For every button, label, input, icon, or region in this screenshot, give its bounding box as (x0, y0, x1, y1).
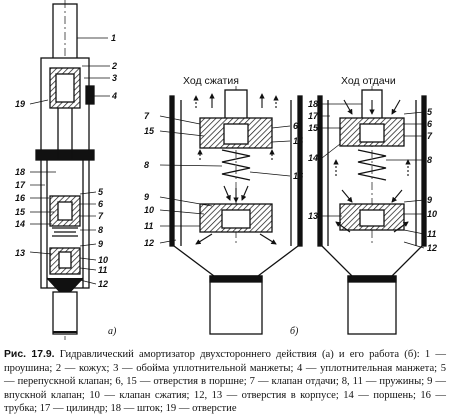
label-b2-15: 15 (308, 123, 319, 133)
label-a-3: 3 (112, 73, 117, 83)
absorber-assembly-drawing (35, 0, 95, 340)
leader-lines-b-compression (159, 115, 291, 244)
heading-rebound: Ход отдачи (341, 75, 396, 87)
label-a-6: 6 (98, 199, 104, 209)
sublabel-b: б) (290, 326, 299, 337)
compression-stroke-drawing (169, 86, 303, 336)
label-b1-7: 7 (144, 111, 150, 121)
label-b2-13: 13 (308, 211, 318, 221)
heading-compression: Ход сжатия (183, 75, 239, 87)
label-b2-6: 6 (427, 119, 433, 129)
label-b2-10: 10 (427, 209, 437, 219)
label-b2-5: 5 (427, 107, 433, 117)
label-b1-15: 15 (144, 126, 155, 136)
label-b1-12: 12 (144, 238, 154, 248)
flow-arrows-compression (193, 93, 279, 245)
caption-label: Рис. 17.9. (4, 349, 55, 360)
label-a-11: 11 (98, 265, 107, 275)
part-numbers-a: 1 2 3 4 19 18 17 16 15 14 13 5 6 7 8 9 1… (15, 33, 117, 289)
part-numbers-b-rebound: 18 17 15 14 13 5 6 7 8 9 10 11 12 (308, 99, 437, 253)
label-a-18: 18 (15, 167, 25, 177)
label-b1-8: 8 (144, 160, 149, 170)
label-a-12: 12 (98, 279, 108, 289)
label-a-10: 10 (98, 255, 108, 265)
label-a-8: 8 (98, 225, 103, 235)
label-b2-11: 11 (427, 229, 436, 239)
label-b2-17: 17 (308, 111, 319, 121)
figure-caption: Рис. 17.9. Гидравлический амортизатор дв… (4, 348, 446, 416)
label-b1-14: 14 (293, 136, 303, 146)
part-numbers-b-compression: 7 15 8 9 10 11 12 6 14 16 (144, 111, 304, 248)
label-a-16: 16 (15, 193, 26, 203)
label-a-7: 7 (98, 211, 104, 221)
label-b2-14: 14 (308, 153, 318, 163)
leader-lines-b-rebound (321, 103, 425, 249)
sublabel-a: а) (108, 326, 117, 337)
label-b1-10: 10 (144, 205, 154, 215)
label-a-2: 2 (111, 61, 117, 71)
label-a-15: 15 (15, 207, 26, 217)
label-a-5: 5 (98, 187, 104, 197)
label-b2-7: 7 (427, 131, 433, 141)
label-a-9: 9 (98, 239, 103, 249)
label-a-19: 19 (15, 99, 25, 109)
label-b2-9: 9 (427, 195, 432, 205)
shock-absorber-figure: 1 2 3 4 19 18 17 16 15 14 13 5 6 7 8 9 1… (15, 0, 437, 340)
caption-text: Гидравлический амортизатор двухстороннег… (4, 349, 446, 415)
label-b2-18: 18 (308, 99, 318, 109)
rebound-stroke-drawing (317, 86, 427, 336)
label-b1-6: 6 (293, 121, 299, 131)
label-b2-12: 12 (427, 243, 437, 253)
label-b1-9: 9 (144, 192, 149, 202)
label-b1-11: 11 (144, 221, 153, 231)
label-a-1: 1 (111, 33, 116, 43)
flow-arrows-rebound (333, 99, 411, 233)
label-a-17: 17 (15, 180, 26, 190)
label-a-14: 14 (15, 219, 25, 229)
leader-lines-a (29, 37, 110, 285)
label-b1-16: 16 (293, 171, 304, 181)
label-a-13: 13 (15, 248, 25, 258)
label-b2-8: 8 (427, 155, 432, 165)
label-a-4: 4 (111, 91, 117, 101)
